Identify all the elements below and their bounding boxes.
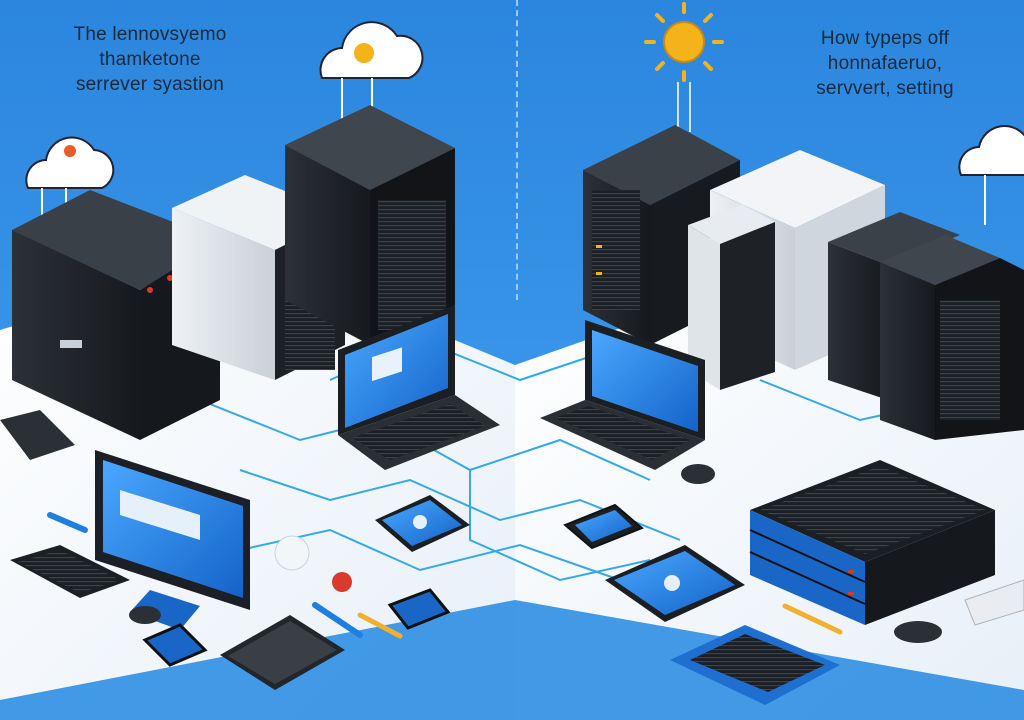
cloud-icon [319,21,424,128]
left-caption-line-1: The lennovsyemo [73,24,227,45]
pencil-icon [47,512,88,533]
keyboard-icon [670,625,840,705]
left-caption-line-3: serrever syastion [75,74,225,95]
tablet-icon [375,495,470,552]
tablet-icon [220,615,345,690]
left-caption: The lennovsyemo thamketone serrever syas… [40,22,260,97]
phone-icon [142,623,208,667]
pencil-icon [357,612,403,639]
server-rack-icon [828,212,1024,440]
left-caption-line-2: thamketone [99,49,201,70]
right-caption: How typeps off honnafaeruo, servvert, se… [780,26,990,101]
tablet-icon [605,545,745,622]
keyboard-icon [10,545,130,598]
sun-icon [644,2,724,132]
laptop-icon [540,320,705,470]
laptop-icon [338,305,500,470]
phone-icon [563,503,644,550]
mouse-icon [129,606,161,624]
cloud-icon [25,136,115,226]
right-caption-line-2: honnafaeruo, [827,53,943,74]
right-caption-line-1: How typeps off [820,28,950,49]
panel-divider [516,0,520,300]
keyboard-icon [964,579,1024,626]
status-button-icon [274,535,352,592]
cloud-icon [958,125,1024,225]
server-rack-icon [285,105,455,345]
mouse-icon [894,621,942,643]
monitor-icon [95,450,250,630]
server-rack-icon [749,460,995,625]
right-caption-line-3: servvert, setting [816,78,954,99]
pencil-icon [782,603,843,635]
phone-icon [387,588,451,630]
mouse-icon [681,464,715,484]
keyboard-icon [0,410,75,460]
pencil-icon [312,602,363,638]
